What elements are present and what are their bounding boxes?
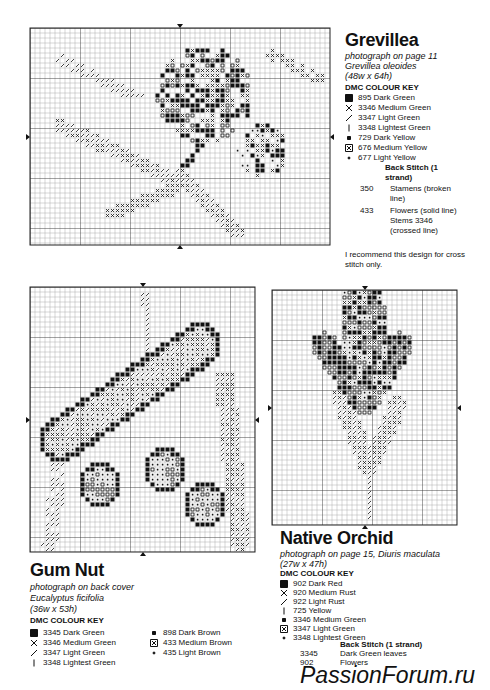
key-entry: 3346 Medium Green — [43, 638, 116, 648]
chart-size: (27w x 47h) — [280, 559, 480, 569]
backstitch-use: Dark Green leaves — [340, 649, 480, 659]
key-symbol — [280, 580, 288, 588]
key-entry: 3348 Lightest Green — [358, 123, 431, 133]
key-symbol — [280, 598, 288, 606]
key-symbol — [345, 114, 353, 122]
key-symbol — [280, 616, 288, 624]
key-row: 3347 Light Green — [345, 113, 420, 123]
key-symbol — [150, 649, 158, 657]
key-symbol — [280, 634, 288, 642]
photo-ref: photograph on back cover — [30, 582, 230, 592]
key-symbol — [345, 94, 353, 102]
key-entry: 922 Light Rust — [293, 597, 345, 607]
key-row: 3346 Medium Green — [30, 638, 116, 648]
chart-size: (48w x 64h) — [345, 71, 485, 81]
key-symbol — [30, 659, 38, 667]
key-entry: 3346 Medium Green — [293, 615, 366, 625]
key-row: 3348 Lightest Green — [30, 658, 116, 668]
thread-number: 3345 — [300, 649, 330, 659]
key-symbol — [30, 639, 38, 647]
key-entry: 895 Dark Green — [358, 93, 415, 103]
species-name: Grevillea oleoides — [345, 61, 485, 71]
gumnut-grid — [30, 287, 255, 552]
key-symbol — [345, 134, 353, 142]
key-entry: 729 Dark Yellow — [358, 133, 415, 143]
key-entry: 902 Dark Red — [293, 579, 342, 589]
species-name: Eucalyptus ficifolia — [30, 593, 230, 603]
key-row: 3346 Medium Green — [345, 103, 431, 113]
key-entry: 3347 Light Green — [43, 648, 105, 658]
backstitch-use: Stamens (broken line) — [390, 184, 452, 204]
backstitch-use: Flowers (solid line) Stems 3346 (crossed… — [390, 206, 460, 236]
key-symbol — [345, 104, 353, 112]
key-symbol — [280, 607, 288, 615]
section-title: Native Orchid — [280, 528, 480, 548]
key-entry: 3345 Dark Green — [43, 628, 104, 638]
key-row: 895 Dark Green — [345, 93, 415, 103]
key-heading: DMC COLOUR KEY — [280, 569, 480, 579]
key-row: 922 Light Rust — [280, 597, 345, 606]
key-entry: 676 Medium Yellow — [358, 143, 427, 153]
key-heading: DMC COLOUR KEY — [345, 83, 485, 93]
key-entry: 3348 Lightest Green — [43, 658, 116, 668]
key-row: 725 Yellow — [280, 606, 331, 615]
key-symbol — [150, 629, 158, 637]
chart-size: (36w x 53h) — [30, 604, 230, 614]
photo-ref: photograph on page 11 — [345, 51, 485, 61]
key-row: 435 Light Brown — [150, 648, 221, 658]
key-row: 920 Medium Rust — [280, 588, 356, 597]
thread-number: 350 — [360, 184, 388, 194]
key-symbol — [30, 649, 38, 657]
key-symbol — [30, 629, 38, 637]
key-row: 676 Medium Yellow — [345, 143, 427, 153]
key-symbol — [345, 144, 353, 152]
stitch-symbols — [41, 49, 412, 552]
key-entry: 898 Dark Brown — [163, 628, 220, 638]
key-entry: 433 Medium Brown — [163, 638, 232, 648]
thread-number: 433 — [360, 206, 388, 216]
key-entry: 435 Light Brown — [163, 648, 221, 658]
key-entry: 3347 Light Green — [293, 624, 355, 634]
key-row: 902 Dark Red — [280, 579, 342, 588]
key-symbol — [280, 589, 288, 597]
key-entry: 3346 Medium Green — [358, 103, 431, 113]
key-symbol — [280, 625, 288, 633]
photo-ref: photograph on page 15, Diuris maculata — [280, 549, 485, 559]
key-entry: 3348 Lightest Green — [293, 633, 366, 643]
watermark: PassionForum.ru — [300, 662, 485, 688]
key-entry: 3347 Light Green — [358, 113, 420, 123]
key-symbol — [345, 124, 353, 132]
design-note: I recommend this design for cross stitch… — [345, 250, 470, 270]
section-title: Gum Nut — [30, 560, 230, 580]
key-symbol — [150, 639, 158, 647]
backstitch-heading: Back Stitch (1 strand) — [385, 163, 455, 183]
key-row: 677 Light Yellow — [345, 153, 416, 163]
key-entry: 677 Light Yellow — [358, 153, 416, 163]
key-entry: 725 Yellow — [293, 606, 331, 616]
key-row: 3348 Lightest Green — [345, 123, 431, 133]
key-row: 433 Medium Brown — [150, 638, 232, 648]
key-row: 3345 Dark Green — [30, 628, 104, 638]
key-heading: DMC COLOUR KEY — [30, 616, 230, 626]
center-markers — [26, 24, 461, 556]
orchid-grid — [272, 290, 457, 525]
key-row: 3347 Light Green — [280, 624, 355, 633]
key-symbol — [345, 154, 353, 162]
grevillea-grid — [30, 28, 330, 245]
key-entry: 920 Medium Rust — [293, 588, 356, 598]
key-row: 729 Dark Yellow — [345, 133, 415, 143]
key-row: 3346 Medium Green — [280, 615, 366, 624]
key-row: 3348 Lightest Green — [280, 633, 366, 642]
section-title: Grevillea — [345, 30, 485, 50]
stitch-layer — [41, 49, 412, 527]
key-row: 3347 Light Green — [30, 648, 105, 658]
key-row: 898 Dark Brown — [150, 628, 220, 638]
